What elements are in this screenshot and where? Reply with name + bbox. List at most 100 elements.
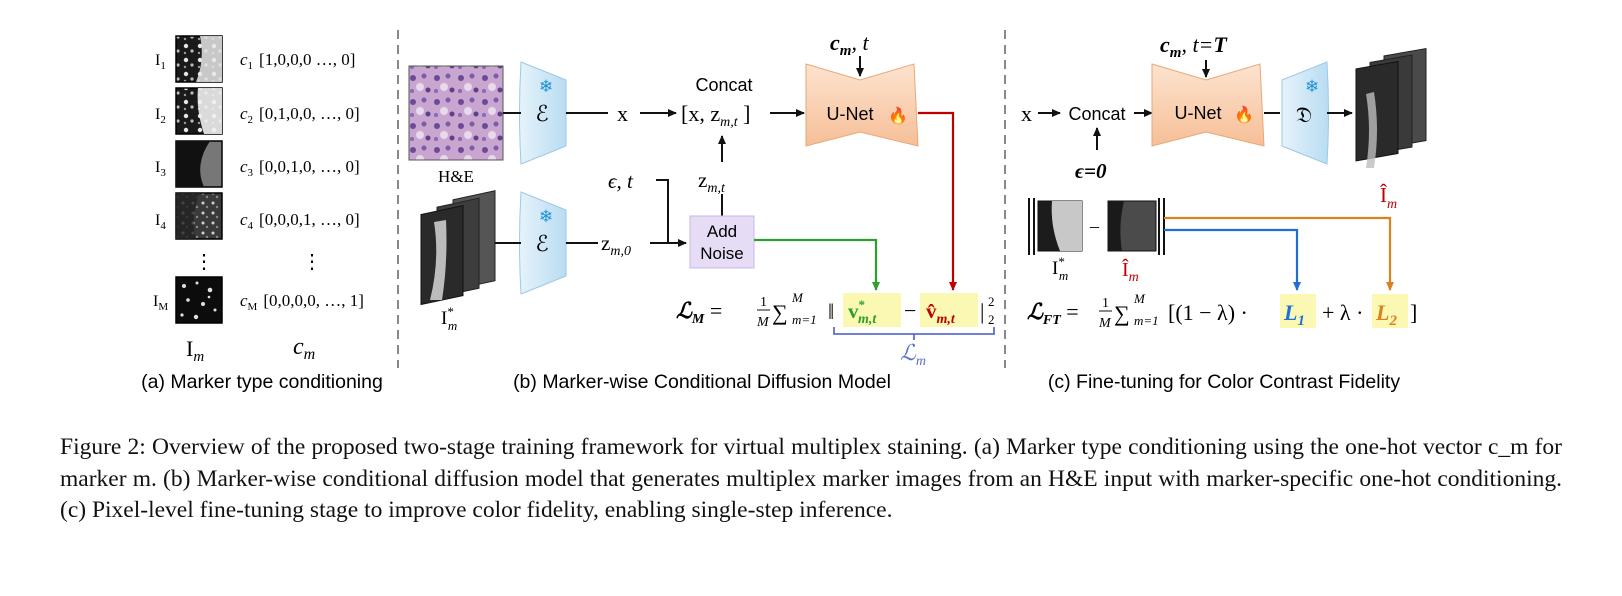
concat-label-c: Concat xyxy=(1068,104,1125,124)
pair-gt-label: I*m xyxy=(1052,254,1068,283)
encoder-bottom-symbol: ℰ xyxy=(535,231,548,256)
unet-condition: cm, t xyxy=(830,30,869,59)
target-path xyxy=(754,238,880,291)
pair-pred-label: Îm xyxy=(1122,258,1139,285)
fire-icon: 🔥 xyxy=(1234,105,1254,124)
z-mt-label: zm,t xyxy=(698,168,726,196)
decoder xyxy=(1281,61,1329,165)
marker-stack-input xyxy=(420,190,496,306)
he-label: H&E xyxy=(438,167,474,186)
svg-text:[(1 − λ) ·: [(1 − λ) · xyxy=(1168,300,1248,325)
v-star-highlight xyxy=(843,293,901,327)
encoder-top-symbol: ℰ xyxy=(535,101,548,126)
svg-text:∑: ∑ xyxy=(772,300,788,325)
svg-text:2: 2 xyxy=(988,312,995,327)
panel-c: x Concat ϵ=0 U-Net 🔥 cm, t=T ❄ 𝔇 Îm xyxy=(1021,32,1427,393)
unet-block xyxy=(805,63,919,147)
svg-text:I1: I1 xyxy=(155,52,166,72)
unet-condition-c: cm, t=T xyxy=(1160,32,1228,61)
add-noise-line1: Add xyxy=(707,222,737,241)
svg-text:M: M xyxy=(791,290,804,305)
encoder-bottom xyxy=(519,191,567,295)
marker-row-1: I1 c1[1,0,0,0 …, 0] xyxy=(155,35,355,83)
svg-text:c3[0,0,1,0, …, 0]: c3[0,0,1,0, …, 0] xyxy=(240,157,360,179)
panel-b: H&E I*m ❄ ℰ ❄ ℰ x Concat [x, zm,t ] zm,t xyxy=(408,30,995,393)
svg-text:c2[0,1,0,0, …, 0]: c2[0,1,0,0, …, 0] xyxy=(240,104,360,126)
vdots-vectors: ⋮ xyxy=(302,251,322,273)
svg-text:–: – xyxy=(1089,216,1100,236)
concat-label: Concat xyxy=(695,75,752,95)
svg-text:m=1: m=1 xyxy=(792,312,817,327)
svg-text:∑: ∑ xyxy=(1114,301,1130,326)
v-star-term: v*m,t xyxy=(848,297,877,327)
svg-text:m=1: m=1 xyxy=(1134,313,1159,328)
svg-text:M: M xyxy=(1098,316,1112,331)
svg-text:1: 1 xyxy=(760,295,767,310)
figure-caption: Figure 2: Overview of the proposed two-s… xyxy=(60,434,1562,523)
add-noise-block xyxy=(689,215,755,269)
svg-text:−: − xyxy=(904,298,916,323)
concat-expression: [x, zm,t ] xyxy=(681,101,750,130)
svg-text:M: M xyxy=(1133,291,1146,306)
decoder-symbol: 𝔇 xyxy=(1296,102,1312,127)
snowflake-icon: ❄ xyxy=(539,207,553,226)
pair-box: – xyxy=(1028,198,1165,255)
loss-lft: ℒFT = xyxy=(1027,299,1079,328)
z-m0-label: zm,0 xyxy=(601,231,631,259)
loss-lm: ℒM = xyxy=(676,298,722,327)
svg-text:|: | xyxy=(980,299,984,324)
svg-text:M: M xyxy=(756,315,770,330)
snowflake-icon: ❄ xyxy=(1305,77,1319,96)
prediction-path xyxy=(918,111,957,291)
svg-text:1: 1 xyxy=(1102,296,1109,311)
l2-term: L2 xyxy=(1375,300,1397,329)
svg-text:]: ] xyxy=(1410,300,1417,325)
marker-row-2: I2 c2[0,1,0,0, …, 0] xyxy=(155,87,360,135)
l1-path xyxy=(1164,228,1301,291)
marker-row-M: IM cM[0,0,0,0, …, 1] xyxy=(153,276,364,324)
svg-text:cM[0,0,0,0, …, 1]: cM[0,0,0,0, …, 1] xyxy=(240,291,364,313)
svg-text:IM: IM xyxy=(153,293,168,313)
snowflake-icon: ❄ xyxy=(539,77,553,96)
marker-row-3: I3 c3[0,0,1,0, …, 0] xyxy=(155,140,360,188)
svg-text:2: 2 xyxy=(988,294,995,309)
encoder-top xyxy=(519,61,567,165)
v-hat-highlight xyxy=(920,293,978,327)
caption-b: (b) Marker-wise Conditional Diffusion Mo… xyxy=(513,371,891,393)
caption-c: (c) Fine-tuning for Color Contrast Fidel… xyxy=(1048,371,1400,393)
lm-brace xyxy=(833,327,995,340)
svg-text:c4[0,0,0,1, …, 0]: c4[0,0,0,1, …, 0] xyxy=(240,210,360,232)
input-marker-label: I*m xyxy=(441,304,457,333)
col-label-vectors: cm xyxy=(293,334,315,363)
svg-text:I3: I3 xyxy=(155,159,166,179)
svg-text:‖: ‖ xyxy=(828,299,834,324)
l1-term: L1 xyxy=(1283,300,1305,329)
svg-text:I2: I2 xyxy=(155,106,166,126)
l2-path xyxy=(1164,216,1394,291)
svg-text:c1[1,0,0,0 …, 0]: c1[1,0,0,0 …, 0] xyxy=(240,50,355,72)
col-label-images: Im xyxy=(186,336,204,365)
fire-icon: 🔥 xyxy=(888,106,908,125)
l1-highlight xyxy=(1280,294,1316,328)
framework-figure: I1 c1[1,0,0,0 …, 0] I2 c2[0,1,0,0, …, 0]… xyxy=(141,30,1427,393)
he-image xyxy=(408,65,504,161)
marker-row-4: I4 c4[0,0,0,1, …, 0] xyxy=(155,192,360,240)
panel-a: I1 c1[1,0,0,0 …, 0] I2 c2[0,1,0,0, …, 0]… xyxy=(141,35,383,393)
add-noise-line2: Noise xyxy=(700,244,743,263)
l2-highlight xyxy=(1372,294,1408,328)
output-stack xyxy=(1355,47,1427,168)
v-hat-term: v̂m,t xyxy=(926,299,956,327)
vdots-images: ⋮ xyxy=(194,251,214,273)
lm-label: ℒm xyxy=(900,340,926,369)
unet-label-c: U-Net xyxy=(1174,103,1221,123)
svg-text:+ λ ·: + λ · xyxy=(1322,300,1363,325)
input-x: x xyxy=(1021,101,1032,126)
unet-label: U-Net xyxy=(826,104,873,124)
latent-x: x xyxy=(617,101,628,126)
eps-t-label: ϵ, t xyxy=(608,169,634,193)
unet-block-c xyxy=(1151,63,1265,147)
output-label: Îm xyxy=(1380,183,1397,212)
svg-text:I4: I4 xyxy=(155,212,166,232)
caption-a: (a) Marker type conditioning xyxy=(141,371,383,393)
eps-zero: ϵ=0 xyxy=(1075,159,1107,183)
